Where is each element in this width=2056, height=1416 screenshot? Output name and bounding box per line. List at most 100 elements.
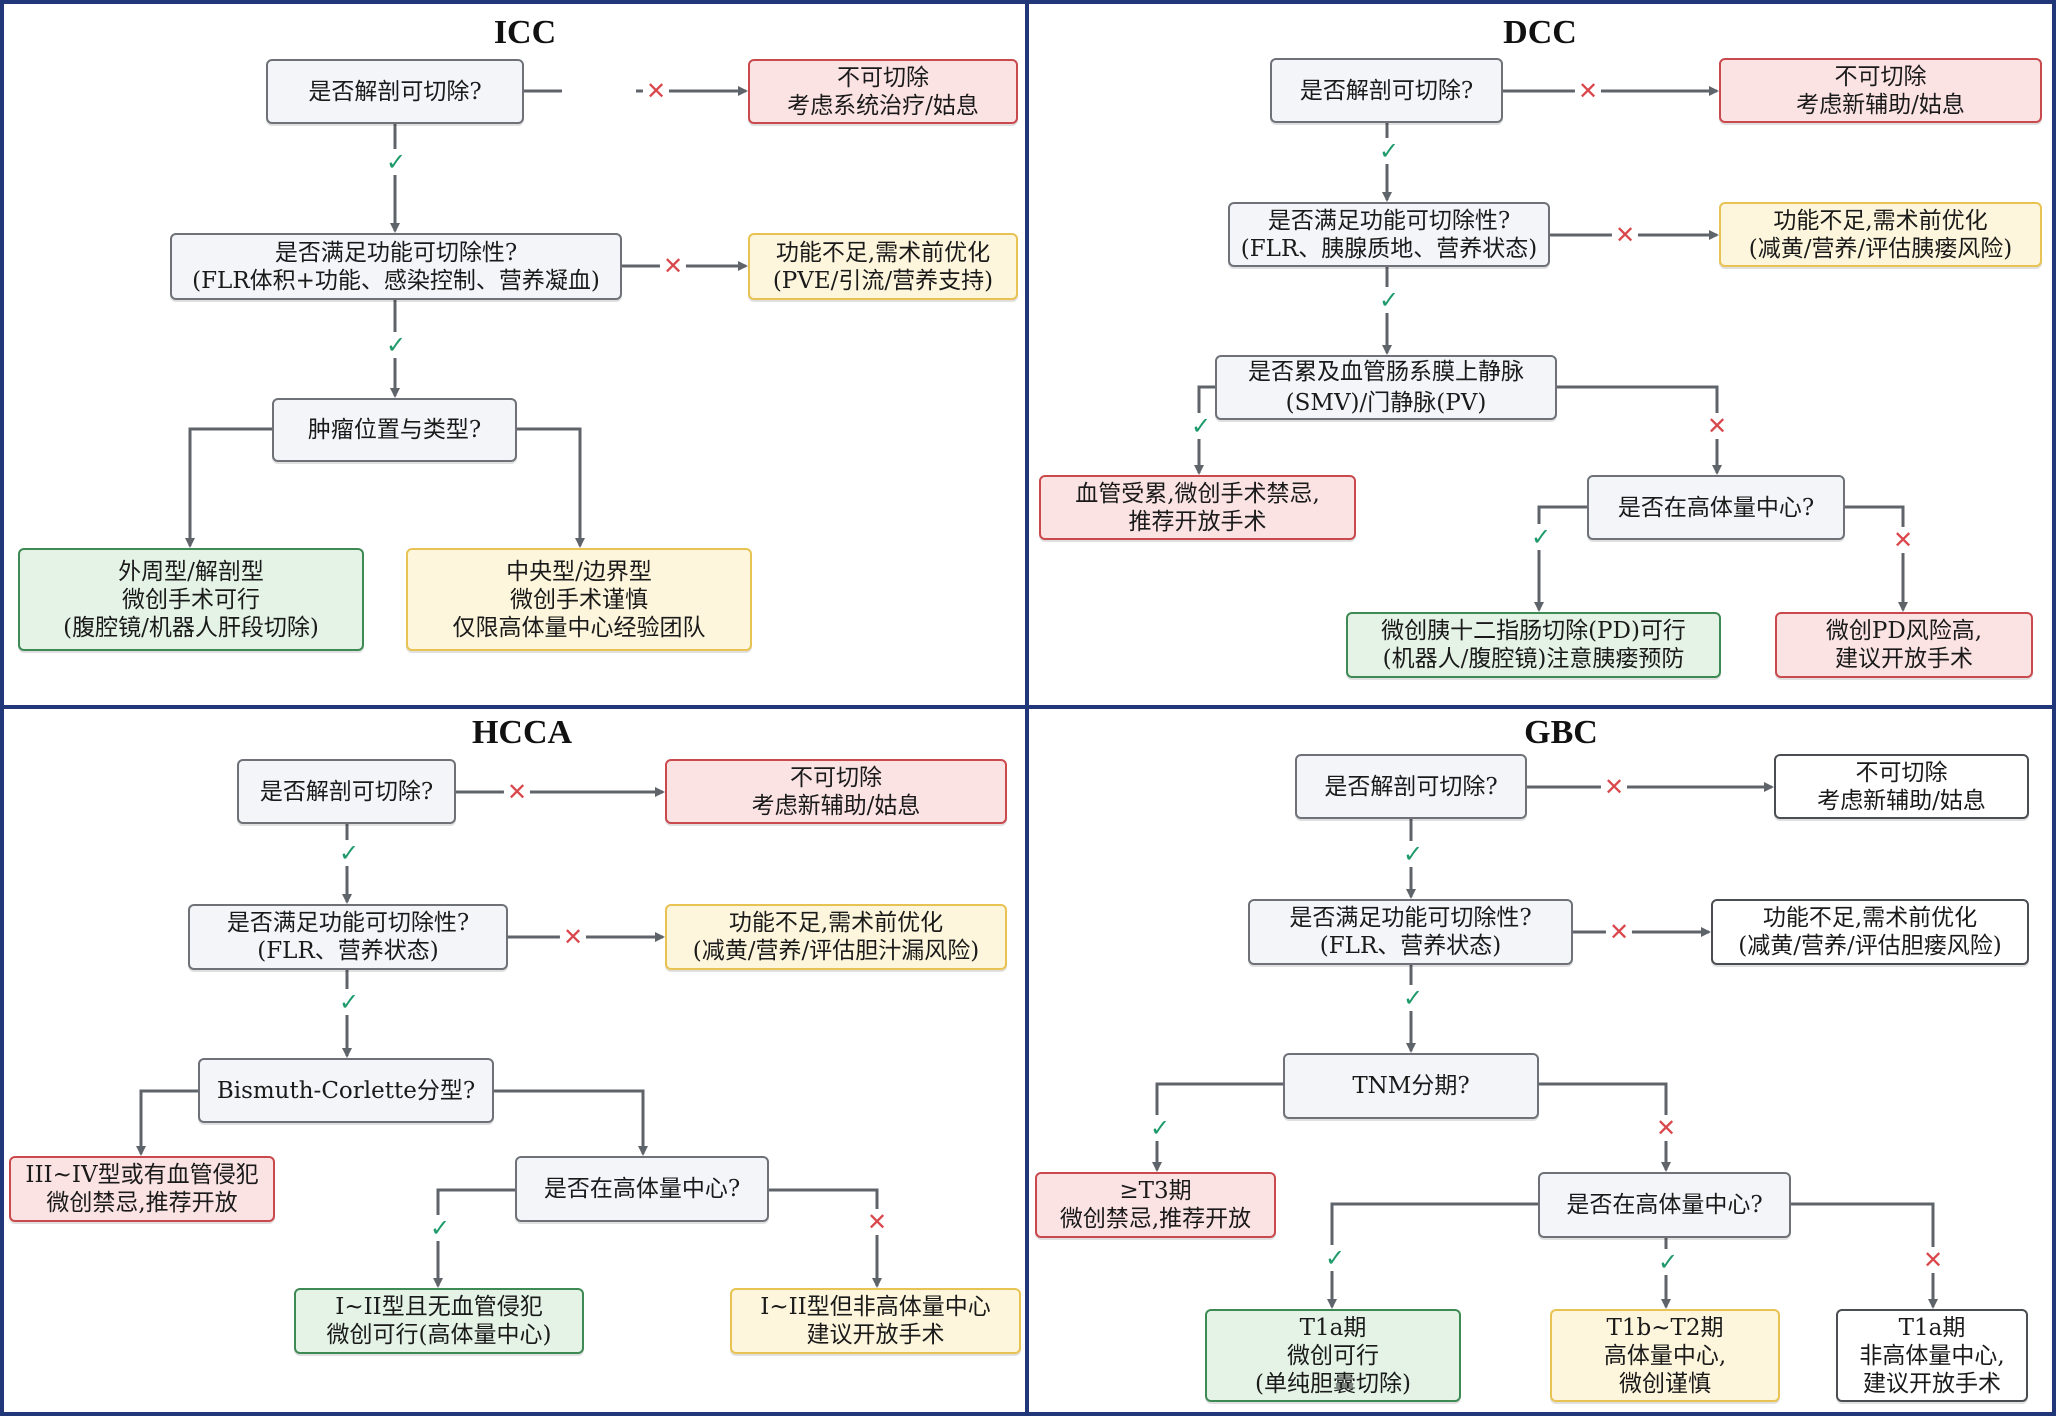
yes-mark-icon: ✓ <box>1187 413 1215 439</box>
box-text: 是否解剖可切除? <box>308 78 482 105</box>
box-text: 功能不足,需术前优化 <box>728 910 944 936</box>
box-text: 微创可行 <box>1287 1342 1379 1369</box>
dcc-outcome-mis-pd[interactable]: 微创胰十二指肠切除(PD)可行 (机器人/腹腔镜)注意胰瘘预防 <box>1346 612 1721 678</box>
box-text: 建议开放手术 <box>1863 1370 2001 1397</box>
hcca-outcome-unresectable[interactable]: 不可切除 考虑新辅助/姑息 <box>665 759 1007 824</box>
dcc-outcome-preop-optimization[interactable]: 功能不足,需术前优化 (减黄/营养/评估胰瘘风险) <box>1719 202 2042 267</box>
box-text: (减黄/营养/评估胆瘘风险) <box>1738 933 2002 959</box>
box-text: 是否解剖可切除? <box>259 778 434 805</box>
box-text: T1a期 <box>1299 1314 1367 1341</box>
no-mark-icon: ✕ <box>1652 1115 1680 1141</box>
box-text: 是否满足功能可切除性? <box>1289 905 1532 931</box>
no-mark-icon: ✕ <box>1574 78 1602 104</box>
box-text: 推荐开放手术 <box>1128 508 1267 535</box>
gbc-title: GBC <box>1524 714 1598 751</box>
gbc-outcome-t1a-mis[interactable]: T1a期 微创可行 (单纯胆囊切除) <box>1205 1309 1461 1402</box>
box-text: T1a期 <box>1898 1314 1966 1341</box>
gbc-outcome-t3-plus[interactable]: ≥T3期 微创禁忌,推荐开放 <box>1035 1172 1276 1238</box>
dcc-outcome-open-surgery[interactable]: 微创PD风险高, 建议开放手术 <box>1775 612 2033 678</box>
gbc-outcome-preop-optimization[interactable]: 功能不足,需术前优化 (减黄/营养/评估胆瘘风险) <box>1711 899 2029 965</box>
no-mark-icon: ✕ <box>659 253 687 279</box>
icc-outcome-unresectable[interactable]: 不可切除 考虑系统治疗/姑息 <box>748 59 1018 124</box>
no-mark-icon: ✕ <box>1889 527 1917 553</box>
box-text: 是否满足功能可切除性? <box>226 910 470 936</box>
box-text: 建议开放手术 <box>806 1322 945 1348</box>
no-mark-icon: ✕ <box>1600 774 1628 800</box>
box-text: 微创禁忌,推荐开放 <box>1059 1206 1252 1232</box>
box-text: 微创可行(高体量中心) <box>326 1322 552 1348</box>
yes-mark-icon: ✓ <box>1654 1249 1682 1275</box>
box-text: 是否解剖可切除? <box>1299 77 1474 104</box>
no-mark-icon: ✕ <box>559 924 587 950</box>
icc-decision-tumor-location[interactable]: 肿瘤位置与类型? <box>272 398 517 462</box>
box-text: 高体量中心, <box>1603 1342 1727 1369</box>
box-text: (减黄/营养/评估胰瘘风险) <box>1748 235 2013 262</box>
dcc-decision-anatomic-resectable[interactable]: 是否解剖可切除? <box>1270 58 1503 123</box>
box-text: (SMV)/门静脉(PV) <box>1285 389 1487 416</box>
box-text: Bismuth-Corlette分型? <box>216 1077 476 1104</box>
gbc-outcome-t1b-t2[interactable]: T1b~T2期 高体量中心, 微创谨慎 <box>1550 1309 1780 1402</box>
box-text: 功能不足,需术前优化 <box>775 239 991 266</box>
box-text: 外周型/解剖型 <box>118 558 264 585</box>
hcca-decision-bismuth-corlette[interactable]: Bismuth-Corlette分型? <box>198 1058 494 1123</box>
box-text: 不可切除 <box>1855 759 1948 786</box>
dcc-decision-high-volume-center[interactable]: 是否在高体量中心? <box>1587 475 1845 540</box>
box-text: 微创谨慎 <box>1619 1370 1711 1397</box>
box-text: (单纯胆囊切除) <box>1255 1370 1411 1397</box>
box-text: (FLR、营养状态) <box>257 938 439 964</box>
icc-decision-anatomic-resectable[interactable]: 是否解剖可切除? <box>266 59 524 124</box>
no-mark-icon: ✕ <box>1605 919 1633 945</box>
icc-outcome-central[interactable]: 中央型/边界型 微创手术谨慎 仅限高体量中心经验团队 <box>406 548 752 651</box>
box-text: (FLR、胰腺质地、营养状态) <box>1240 235 1538 262</box>
no-mark-icon: ✕ <box>1919 1247 1947 1273</box>
gbc-decision-high-volume-center[interactable]: 是否在高体量中心? <box>1538 1172 1791 1238</box>
gbc-decision-anatomic-resectable[interactable]: 是否解剖可切除? <box>1295 754 1527 819</box>
box-text: 微创胰十二指肠切除(PD)可行 <box>1381 618 1686 644</box>
box-text: 考虑新辅助/姑息 <box>751 792 921 819</box>
dcc-outcome-unresectable[interactable]: 不可切除 考虑新辅助/姑息 <box>1719 58 2042 123</box>
dcc-decision-functional-resectable[interactable]: 是否满足功能可切除性? (FLR、胰腺质地、营养状态) <box>1228 202 1550 267</box>
box-text: 不可切除 <box>790 764 882 791</box>
no-mark-icon: ✕ <box>1611 222 1639 248</box>
box-text: ≥T3期 <box>1119 1178 1192 1204</box>
hcca-outcome-open-surgery[interactable]: I~II型但非高体量中心 建议开放手术 <box>730 1288 1021 1354</box>
no-mark-icon: ✕ <box>1703 413 1731 439</box>
gbc-outcome-t1a-open[interactable]: T1a期 非高体量中心, 建议开放手术 <box>1836 1309 2028 1402</box>
gbc-decision-tnm-stage[interactable]: TNM分期? <box>1283 1053 1539 1119</box>
gbc-outcome-unresectable[interactable]: 不可切除 考虑新辅助/姑息 <box>1774 754 2029 819</box>
hcca-decision-high-volume-center[interactable]: 是否在高体量中心? <box>515 1156 769 1222</box>
yes-mark-icon: ✓ <box>382 149 410 175</box>
yes-mark-icon: ✓ <box>1527 524 1555 550</box>
no-mark-icon: ✕ <box>863 1209 891 1235</box>
dcc-decision-vascular-involvement[interactable]: 是否累及血管肠系膜上静脉 (SMV)/门静脉(PV) <box>1215 355 1557 420</box>
hcca-outcome-preop-optimization[interactable]: 功能不足,需术前优化 (减黄/营养/评估胆汁漏风险) <box>665 904 1007 970</box>
box-text: 不可切除 <box>837 64 929 91</box>
hcca-title: HCCA <box>471 714 573 751</box>
box-text: 是否在高体量中心? <box>1617 494 1815 521</box>
box-text: (腹腔镜/机器人肝段切除) <box>63 614 319 641</box>
icc-outcome-preop-optimization[interactable]: 功能不足,需术前优化 (PVE/引流/营养支持) <box>748 233 1018 300</box>
box-text: 建议开放手术 <box>1835 646 1973 672</box>
yes-mark-icon: ✓ <box>382 332 410 358</box>
box-text: 是否在高体量中心? <box>1566 1192 1763 1218</box>
box-text: I~II型但非高体量中心 <box>760 1294 991 1320</box>
yes-mark-icon: ✓ <box>1375 138 1403 164</box>
box-text: 不可切除 <box>1834 63 1927 90</box>
box-text: 微创PD风险高, <box>1825 618 1983 644</box>
icc-outcome-peripheral[interactable]: 外周型/解剖型 微创手术可行 (腹腔镜/机器人肝段切除) <box>18 548 364 651</box>
panel-divider-horizontal <box>0 705 2056 709</box>
yes-mark-icon: ✓ <box>1375 287 1403 313</box>
hcca-outcome-mis-feasible[interactable]: I~II型且无血管侵犯 微创可行(高体量中心) <box>294 1288 584 1354</box>
box-text: III~IV型或有血管侵犯 <box>25 1162 259 1188</box>
hcca-decision-anatomic-resectable[interactable]: 是否解剖可切除? <box>237 759 456 824</box>
dcc-outcome-vascular-open[interactable]: 血管受累,微创手术禁忌, 推荐开放手术 <box>1039 475 1356 540</box>
box-text: 功能不足,需术前优化 <box>1762 905 1978 931</box>
hcca-decision-functional-resectable[interactable]: 是否满足功能可切除性? (FLR、营养状态) <box>188 904 508 970</box>
gbc-decision-functional-resectable[interactable]: 是否满足功能可切除性? (FLR、营养状态) <box>1248 899 1573 965</box>
no-mark-icon: ✕ <box>642 78 670 104</box>
hcca-outcome-type-3-4[interactable]: III~IV型或有血管侵犯 微创禁忌,推荐开放 <box>9 1156 275 1222</box>
box-text: 非高体量中心, <box>1859 1342 2005 1369</box>
box-text: 是否满足功能可切除性? <box>1267 207 1511 234</box>
box-text: 是否解剖可切除? <box>1324 773 1498 800</box>
icc-decision-functional-resectable[interactable]: 是否满足功能可切除性? (FLR体积+功能、感染控制、营养凝血) <box>170 233 622 300</box>
